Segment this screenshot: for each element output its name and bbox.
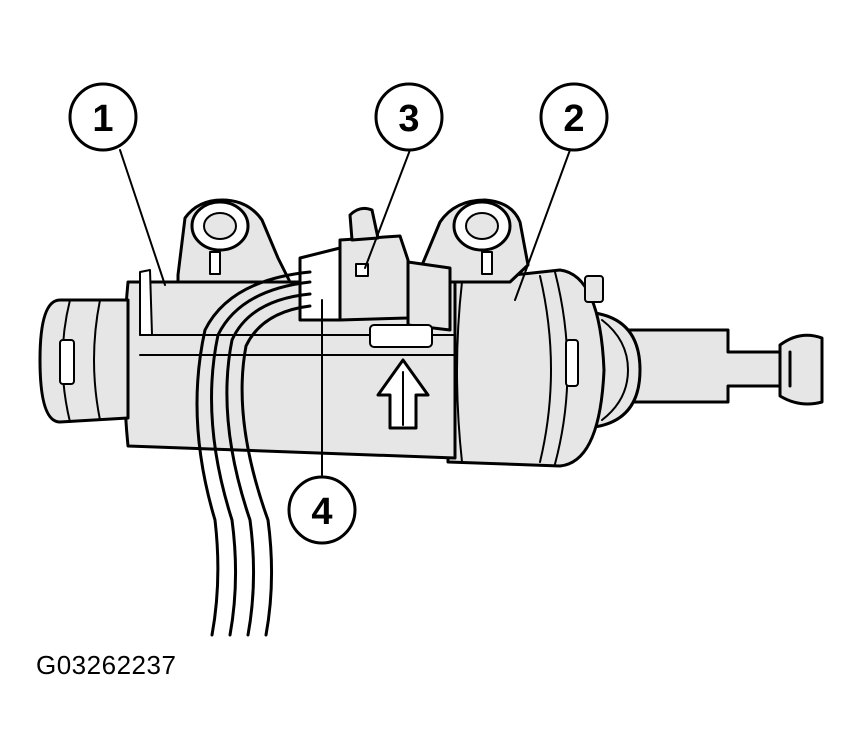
callout-label-4: 4 bbox=[311, 491, 332, 533]
leader-lines bbox=[119, 149, 571, 476]
inlet-fitting-left bbox=[38, 298, 130, 424]
sensor-collar bbox=[446, 268, 606, 468]
electrical-connector bbox=[298, 206, 452, 348]
mounting-ear-right bbox=[418, 198, 530, 284]
callout-2 bbox=[539, 82, 609, 152]
figure-id-label: G03262237 bbox=[36, 650, 177, 680]
callout-label-3: 3 bbox=[398, 98, 419, 140]
callout-1 bbox=[68, 82, 138, 152]
callout-4 bbox=[287, 475, 357, 545]
plunger-rod bbox=[618, 328, 824, 406]
callout-label-1: 1 bbox=[92, 98, 113, 140]
mounting-ear-left bbox=[176, 198, 292, 284]
callout-label-2: 2 bbox=[563, 98, 584, 140]
callout-3 bbox=[374, 82, 444, 152]
up-arrow-icon bbox=[376, 358, 430, 430]
wiring-harness bbox=[195, 270, 312, 637]
